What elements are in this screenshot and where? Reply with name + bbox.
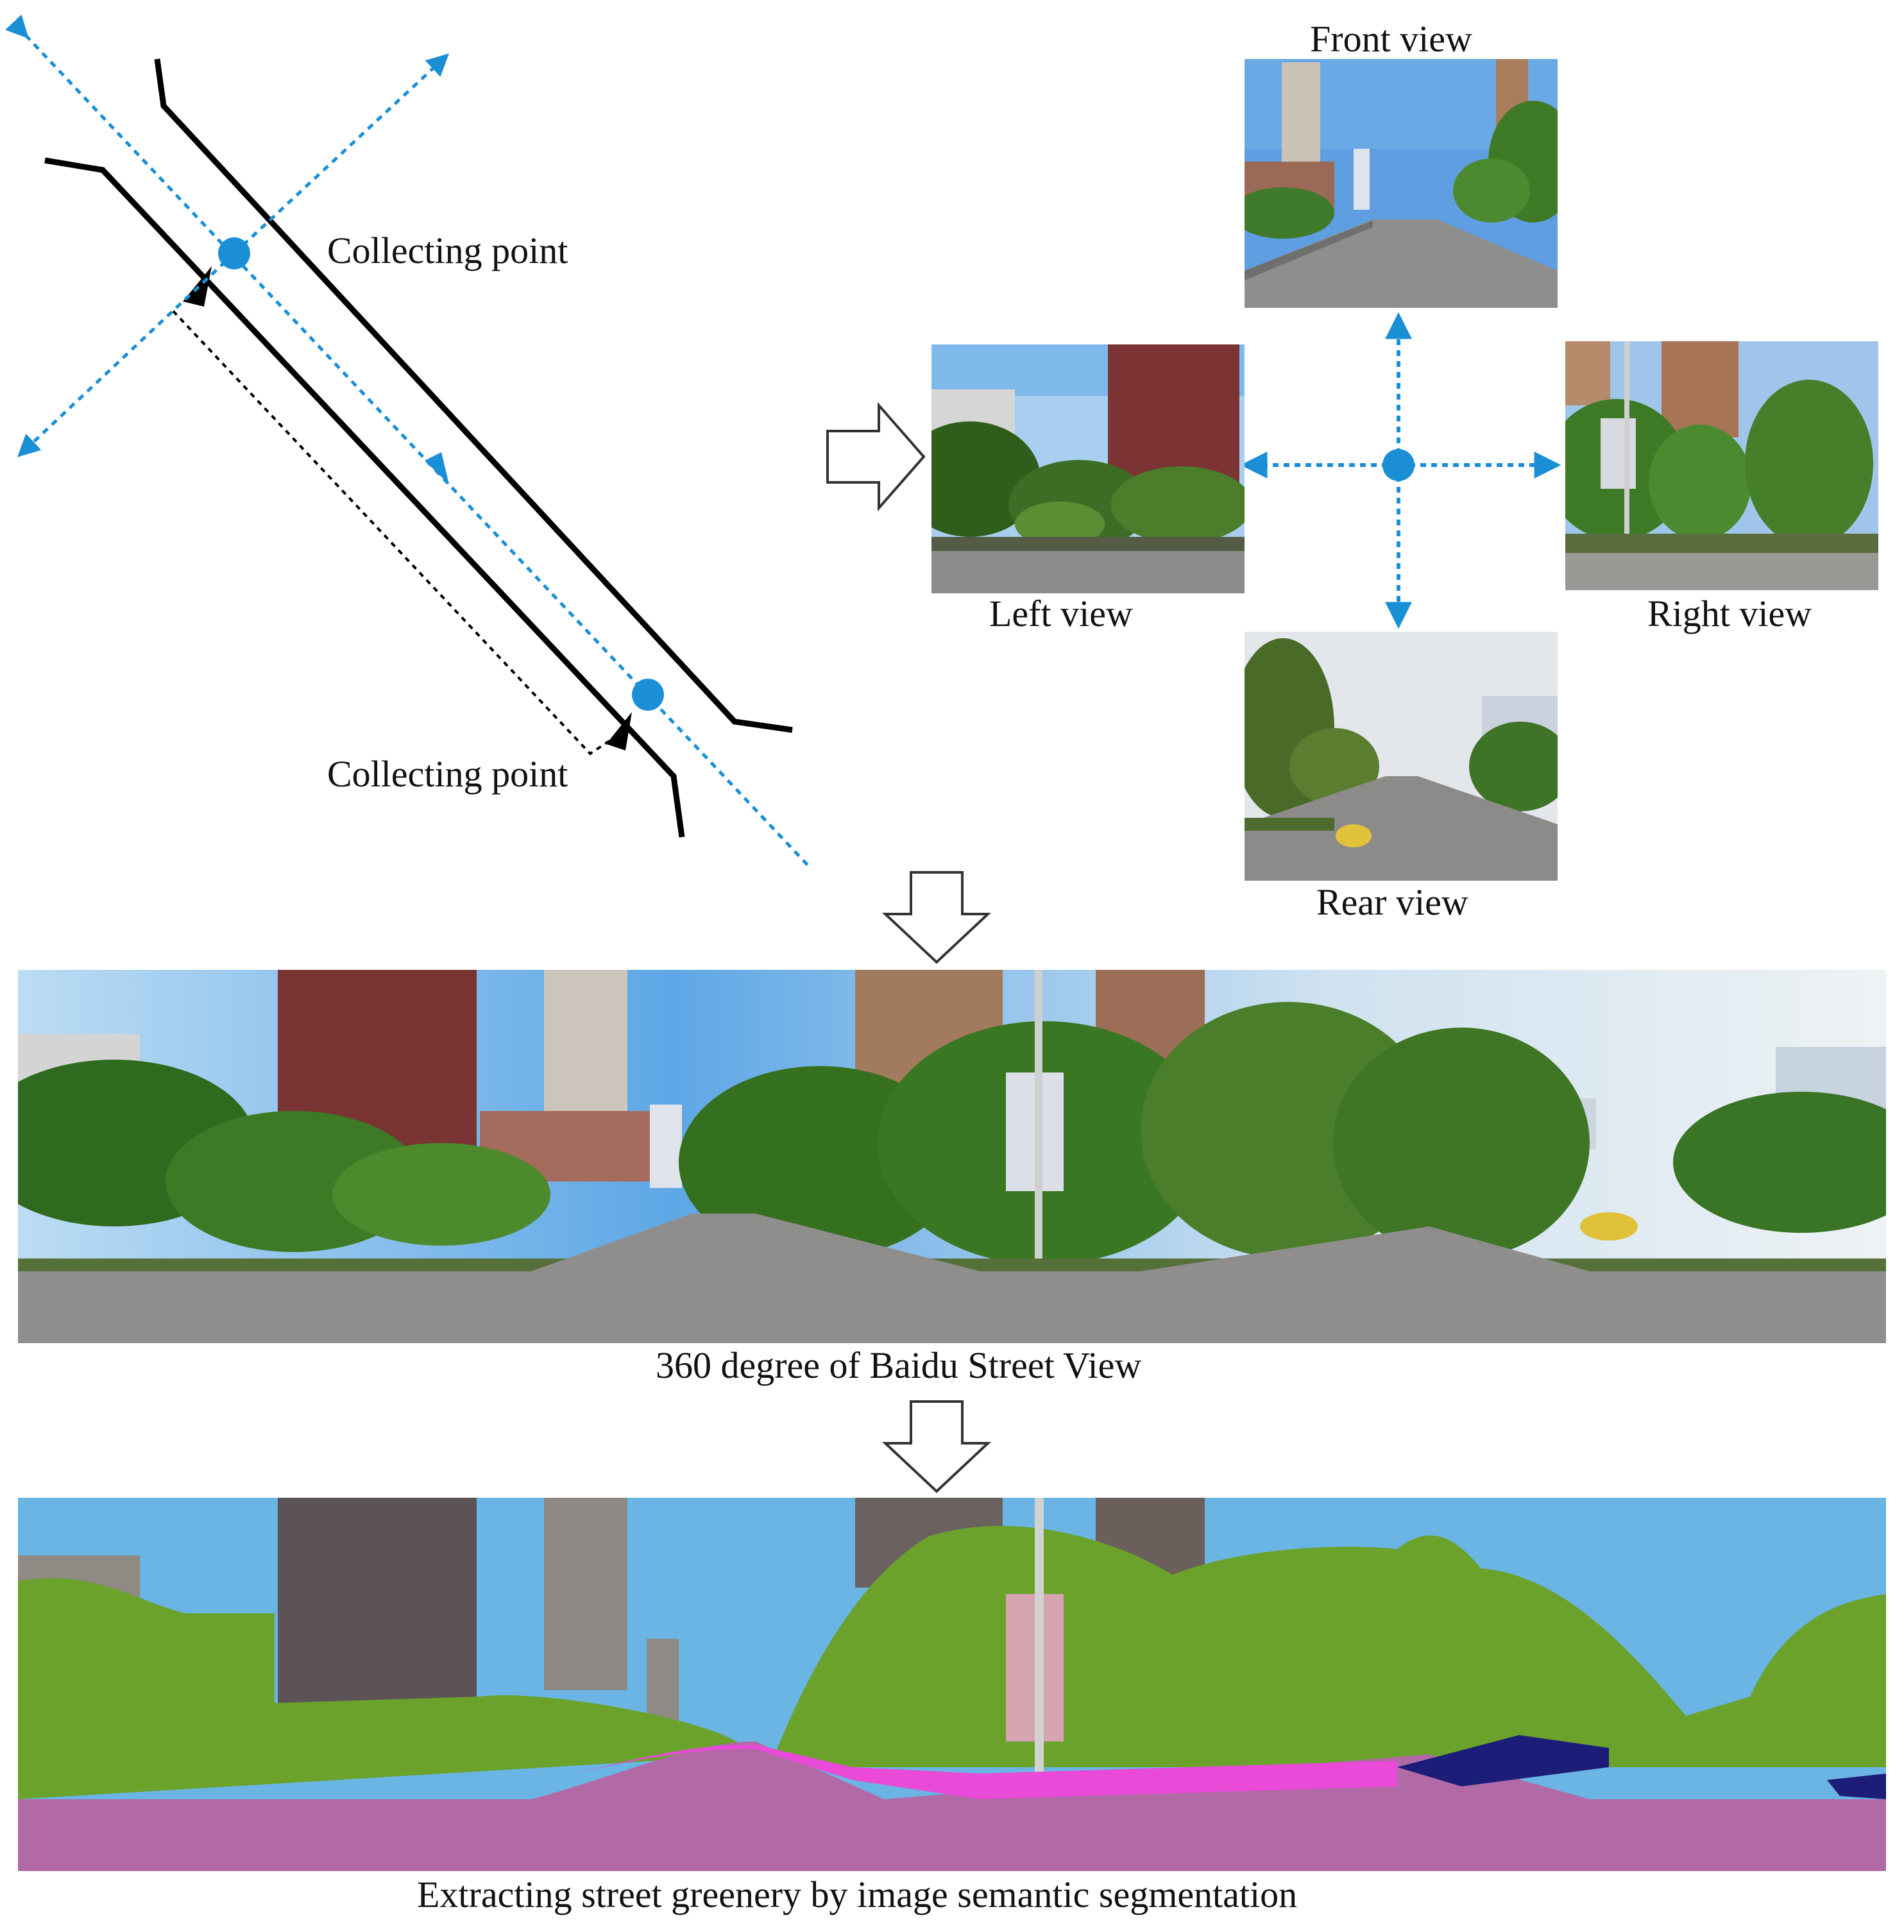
view-direction-line-back [17, 252, 235, 457]
view-direction-line [233, 53, 450, 255]
blue-dot-icon [632, 679, 664, 711]
sampling-path-line [5, 14, 813, 870]
road-edge-right [154, 58, 793, 733]
segmentation-image [18, 1498, 1886, 1871]
segmentation-caption: Extracting street greenery by image sema… [417, 1874, 1298, 1915]
sampling-distance-line [172, 310, 611, 756]
path-arrow-mid [425, 452, 449, 484]
blue-dot-icon [218, 237, 250, 269]
collecting-point-label-bottom: Collecting point [327, 753, 568, 795]
left-view-label: Left view [989, 593, 1133, 634]
rear-view-photo [1245, 632, 1558, 881]
front-view-photo [1245, 59, 1558, 308]
hollow-arrow-down-icon [881, 1400, 992, 1493]
hollow-arrow-down-icon [881, 871, 992, 964]
collecting-point-label-top: Collecting point [327, 230, 568, 271]
hollow-arrow-right-icon [826, 402, 926, 512]
travel-arrow-top [180, 273, 212, 334]
blue-dot-icon [1382, 449, 1415, 481]
panorama-caption: 360 degree of Baidu Street View [656, 1344, 1142, 1386]
right-view-label: Right view [1647, 593, 1812, 634]
travel-arrow-head-top [183, 266, 212, 307]
travel-arrow-head-bottom [606, 712, 632, 750]
right-view-photo [1565, 341, 1878, 590]
rear-view-label: Rear view [1316, 881, 1468, 923]
front-view-label: Front view [1310, 18, 1472, 60]
panorama-photo [18, 970, 1886, 1343]
left-view-photo [931, 344, 1245, 593]
